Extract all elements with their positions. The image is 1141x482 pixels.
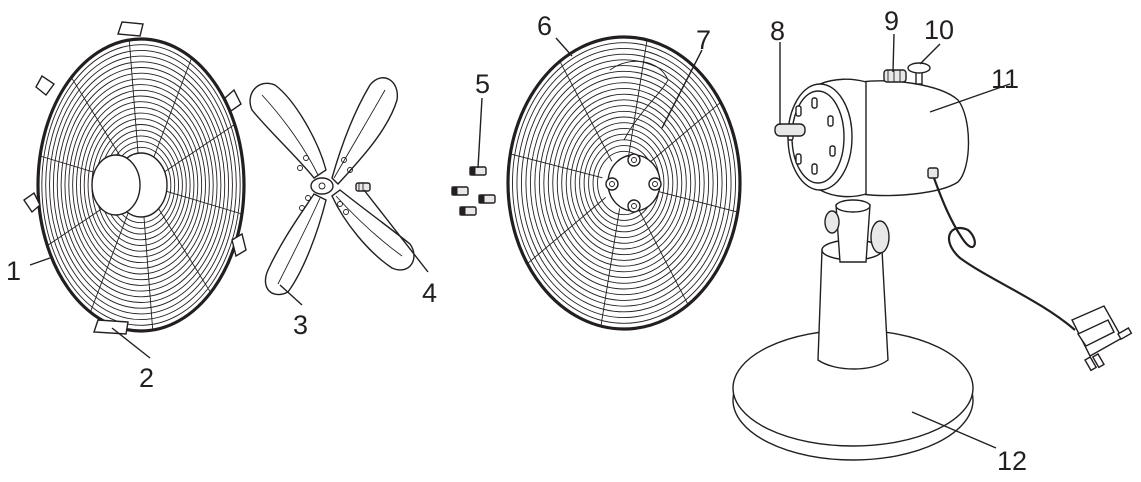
callout-2: 2	[139, 363, 154, 393]
motor-and-stand	[732, 62, 1133, 461]
callout-9: 9	[884, 6, 899, 36]
callout-8: 8	[770, 16, 785, 46]
screws	[451, 166, 496, 216]
callout-4: 4	[422, 278, 437, 308]
leader-lines	[29, 33, 1011, 449]
callout-10: 10	[924, 15, 954, 45]
grille-clips	[23, 21, 247, 335]
rear-grille	[506, 35, 742, 331]
callout-5: 5	[475, 69, 490, 99]
callout-1: 1	[6, 256, 21, 286]
callout-6: 6	[537, 11, 552, 41]
spinner-nut	[355, 182, 371, 192]
fan-blade	[249, 77, 415, 296]
callout-3: 3	[293, 310, 308, 340]
callout-numbers: 1 2 3 4 5 6 7 8 9 10 11 12	[6, 6, 1027, 476]
callout-11: 11	[991, 64, 1019, 94]
front-grille	[36, 37, 246, 333]
callout-12: 12	[997, 446, 1027, 476]
callout-7: 7	[696, 25, 711, 55]
